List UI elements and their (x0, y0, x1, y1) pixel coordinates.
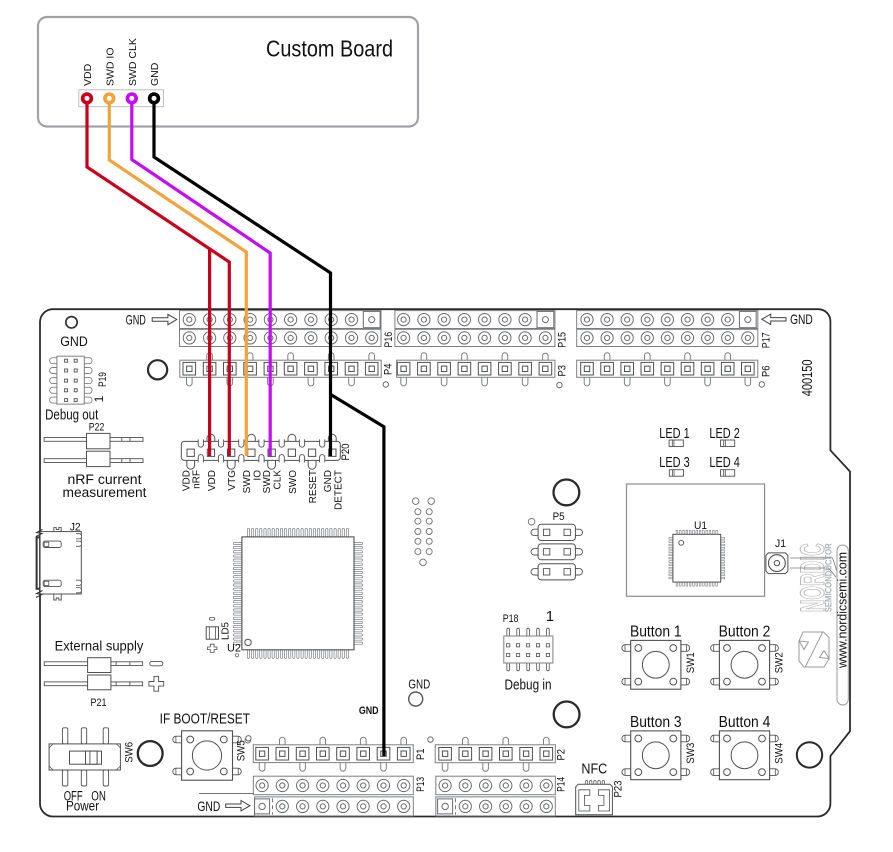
svg-text:P20: P20 (340, 444, 352, 461)
svg-text:IO: IO (252, 470, 263, 481)
svg-text:VTG: VTG (227, 470, 238, 491)
svg-text:P16: P16 (383, 332, 395, 348)
svg-text:SW5: SW5 (236, 740, 248, 761)
svg-text:Button 3: Button 3 (630, 714, 682, 731)
svg-text:VDD: VDD (82, 63, 94, 86)
svg-text:P15: P15 (556, 332, 568, 348)
svg-text:SEMICONDUCTOR: SEMICONDUCTOR (824, 543, 835, 612)
svg-text:RESET: RESET (308, 470, 319, 503)
svg-text:GND: GND (408, 677, 430, 692)
svg-text:SW1: SW1 (685, 652, 697, 673)
svg-text:SW4: SW4 (774, 743, 786, 764)
svg-text:P4: P4 (383, 364, 395, 376)
svg-text:P1: P1 (415, 749, 427, 761)
svg-text:GND: GND (197, 798, 220, 814)
svg-text:P19: P19 (97, 372, 109, 387)
svg-text:P18: P18 (503, 613, 519, 625)
svg-text:Custom Board: Custom Board (266, 36, 393, 62)
svg-text:Power: Power (66, 799, 100, 814)
svg-text:ON: ON (91, 789, 106, 804)
svg-text:Debug out: Debug out (45, 408, 98, 424)
svg-text:VDD: VDD (207, 470, 218, 491)
svg-text:P21: P21 (91, 697, 107, 709)
svg-text:P5: P5 (553, 511, 565, 523)
svg-text:J1: J1 (775, 538, 786, 550)
svg-text:LD5: LD5 (220, 622, 232, 640)
svg-text:GND: GND (60, 334, 88, 349)
svg-text:GND: GND (126, 311, 146, 327)
svg-text:SW3: SW3 (685, 743, 697, 764)
svg-text:www.nordicsemi.com: www.nordicsemi.com (836, 552, 850, 669)
svg-text:DETECT: DETECT (333, 470, 344, 510)
svg-text:Button 1: Button 1 (630, 623, 682, 640)
svg-text:LED 1: LED 1 (659, 426, 689, 442)
svg-text:SW6: SW6 (124, 742, 136, 763)
svg-text:P3: P3 (556, 365, 568, 377)
svg-text:SW2: SW2 (774, 652, 786, 673)
svg-text:GND: GND (149, 62, 161, 86)
svg-text:Debug in: Debug in (505, 676, 552, 693)
svg-text:SWD CLK: SWD CLK (127, 38, 139, 86)
svg-text:P13: P13 (415, 777, 427, 792)
svg-text:External supply: External supply (55, 638, 144, 654)
svg-text:IF BOOT/RESET: IF BOOT/RESET (160, 711, 250, 728)
svg-text:P23: P23 (613, 781, 625, 798)
svg-text:CLK: CLK (273, 470, 284, 490)
svg-text:1: 1 (546, 608, 554, 625)
svg-text:P6: P6 (760, 366, 772, 378)
svg-text:Button 2: Button 2 (719, 623, 771, 640)
svg-text:SWD IO: SWD IO (104, 48, 116, 87)
svg-text:OFF: OFF (64, 789, 83, 804)
svg-text:U2: U2 (227, 643, 241, 655)
svg-text:VDD: VDD (181, 470, 192, 491)
svg-text:J2: J2 (70, 522, 81, 534)
svg-text:U1: U1 (694, 520, 707, 532)
svg-text:SWD: SWD (242, 470, 253, 493)
svg-text:NORDIC: NORDIC (794, 543, 832, 612)
svg-text:nRF: nRF (192, 470, 203, 489)
svg-text:SWD: SWD (262, 470, 273, 493)
svg-text:P22: P22 (89, 422, 105, 434)
svg-text:NFC: NFC (581, 760, 607, 777)
svg-text:P17: P17 (760, 332, 772, 348)
svg-text:GND: GND (323, 470, 334, 492)
svg-text:SWO: SWO (288, 470, 299, 494)
svg-text:P2: P2 (556, 749, 568, 761)
svg-text:LED 4: LED 4 (709, 455, 739, 471)
svg-text:LED 3: LED 3 (659, 455, 689, 471)
svg-text:1: 1 (92, 395, 106, 402)
svg-text:nRF current: nRF current (68, 472, 142, 487)
svg-text:P14: P14 (556, 777, 568, 792)
svg-text:Button 4: Button 4 (719, 714, 771, 731)
svg-text:measurement: measurement (63, 485, 147, 500)
svg-text:GND: GND (790, 311, 813, 327)
svg-text:GND: GND (359, 705, 379, 717)
svg-text:LED 2: LED 2 (709, 426, 739, 442)
svg-text:400150: 400150 (799, 360, 816, 397)
